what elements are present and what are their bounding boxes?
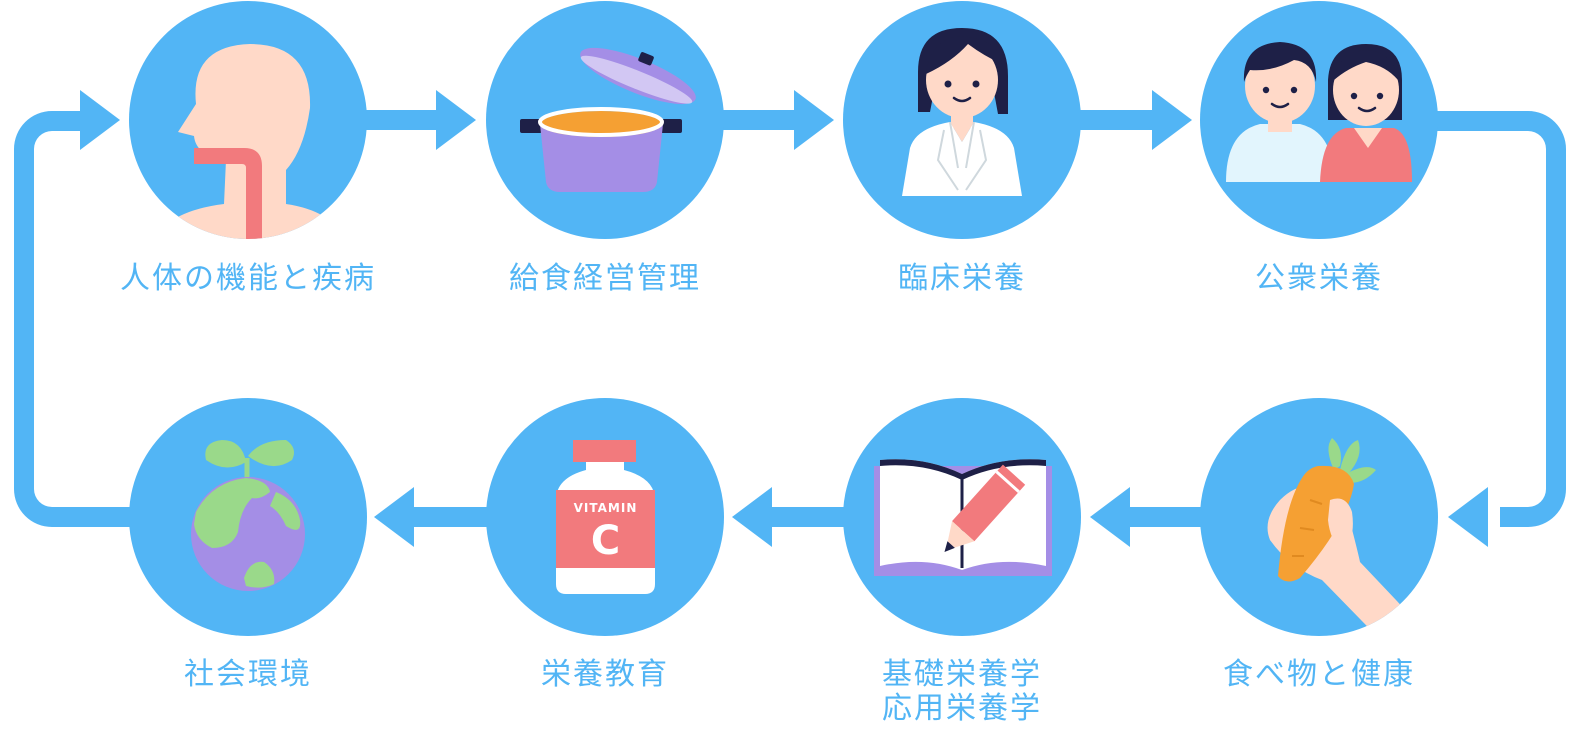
label-koshu-text: 公衆栄養: [1255, 261, 1383, 296]
arrow-head-top-3: [1152, 90, 1192, 150]
label-oyo-text: 応用栄養学: [882, 691, 1042, 726]
cooking-pot-icon: [520, 47, 696, 192]
label-kiso-text: 基礎栄養学: [882, 657, 1042, 692]
label-rinsho: 臨床栄養: [832, 262, 1092, 296]
arrow-head-top-2: [794, 90, 834, 150]
label-kyushoku: 給食経営管理: [475, 262, 735, 296]
left-loop-arrowhead: [80, 90, 120, 150]
label-kyushoku-text: 給食経営管理: [509, 261, 701, 296]
right-loop-connector: [1430, 111, 1566, 527]
label-shakai-text: 社会環境: [184, 657, 312, 692]
connectors: [14, 90, 1566, 547]
label-jintai: 人体の機能と疾病: [118, 262, 378, 296]
throat-anatomy-icon: [150, 44, 348, 239]
label-kiso: 基礎栄養学 応用栄養学: [832, 658, 1092, 726]
arrow-shaft-top-1: [360, 110, 440, 130]
label-jintai-text: 人体の機能と疾病: [120, 261, 376, 296]
vitamin-label-text: VITAMIN: [574, 501, 638, 515]
label-rinsho-text: 臨床栄養: [898, 261, 1026, 296]
left-loop-connector: [14, 111, 140, 527]
arrow-shaft-bottom-2: [764, 507, 848, 527]
arrow-shaft-top-2: [718, 110, 798, 130]
circle-koshu: [1200, 1, 1438, 239]
circles: [129, 1, 1438, 636]
label-tabemono: 食べ物と健康: [1189, 658, 1449, 692]
doctor-icon: [902, 28, 1022, 196]
label-kyoiku: 栄養教育: [475, 658, 735, 692]
arrow-shaft-bottom-3: [406, 507, 490, 527]
label-koshu: 公衆栄養: [1189, 262, 1449, 296]
arrow-head-bottom-1: [1090, 487, 1130, 547]
two-people-icon: [1226, 42, 1412, 182]
arrow-shaft-bottom-1: [1122, 507, 1206, 527]
arrow-head-bottom-2: [732, 487, 772, 547]
notebook-pencil-icon: [874, 459, 1052, 576]
arrow-head-bottom-3: [374, 487, 414, 547]
vitamin-letter-text: C: [591, 518, 620, 564]
label-kyoiku-text: 栄養教育: [541, 657, 669, 692]
right-loop-arrowhead: [1448, 487, 1488, 547]
label-tabemono-text: 食べ物と健康: [1223, 657, 1415, 692]
arrow-shaft-top-3: [1076, 110, 1156, 130]
label-shakai: 社会環境: [118, 658, 378, 692]
earth-sprout-icon: [191, 440, 305, 591]
arrow-head-top-1: [436, 90, 476, 150]
vitamin-bottle-icon: VITAMIN C: [556, 440, 655, 594]
